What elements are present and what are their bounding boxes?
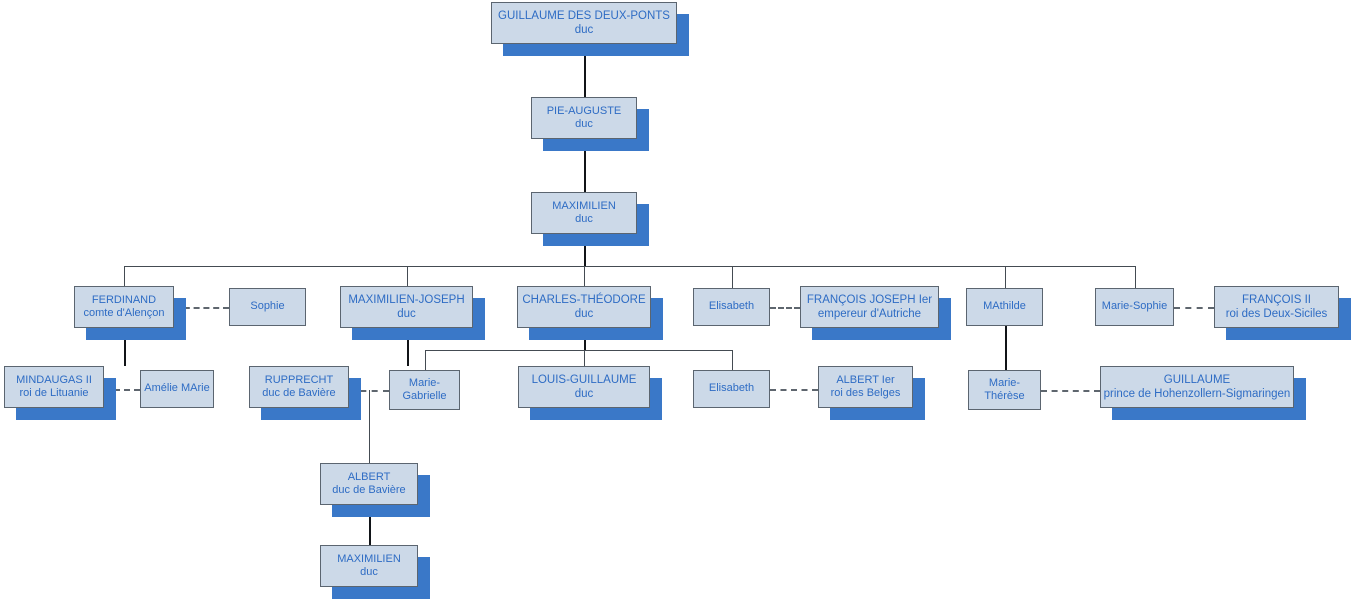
node-name-amelie-marie: Amélie MArie [144, 382, 210, 395]
sibling-bus-charles-theodore [425, 350, 732, 351]
node-marie-therese[interactable]: Marie-Thérèse [968, 370, 1041, 410]
edge-charles-theodore-to-louis-guillaume [584, 350, 585, 366]
node-amelie-marie[interactable]: Amélie MArie [140, 370, 214, 408]
node-title-mindaugas-ii: roi de Lituanie [19, 387, 89, 399]
node-marie-sophie[interactable]: Marie-Sophie [1095, 288, 1174, 326]
node-name-guillaume-des-deux-ponts: GUILLAUME DES DEUX-PONTS [498, 9, 670, 22]
node-name-francois-ii: FRANÇOIS II [1241, 293, 1311, 306]
node-name-guillaume-hohenzollern: GUILLAUME [1163, 373, 1231, 386]
node-title-marie-therese: Thérèse [984, 390, 1025, 402]
node-francois-joseph-ier[interactable]: FRANÇOIS JOSEPH Ier empereur d'Autriche [800, 286, 939, 328]
edge-drop-maximilien-duc [584, 234, 586, 266]
edge-albert-duc-de-baviere-to-maximilien-duc-2 [369, 505, 371, 545]
node-name-pie-auguste: PIE-AUGUSTE [546, 104, 622, 117]
node-title-francois-joseph-ier: empereur d'Autriche [817, 308, 922, 320]
edge-maximilien-duc-to-marie-sophie [1135, 266, 1136, 288]
marriage-link-marie-therese-guillaume-hohenzollern [1041, 390, 1100, 392]
node-title-pie-auguste: duc [575, 118, 593, 130]
edge-charles-theodore-to-elisabeth-2 [732, 350, 733, 370]
node-title-louis-guillaume: duc [574, 388, 594, 400]
edge-maximilien-duc-to-mathilde [1005, 266, 1006, 288]
node-name-marie-gabrielle: Marie- [408, 376, 441, 389]
edge-albert-stub [369, 430, 370, 463]
edge-mathilde-to-marie-therese [1005, 326, 1007, 370]
edge-ferdinand-to-mindaugas-ii [124, 328, 126, 366]
node-title-ferdinand: comte d'Alençon [83, 307, 165, 319]
node-sophie[interactable]: Sophie [229, 288, 306, 326]
node-guillaume-hohenzollern[interactable]: GUILLAUME prince de Hohenzollern-Sigmarin… [1100, 366, 1294, 408]
node-louis-guillaume[interactable]: LOUIS-GUILLAUME duc [518, 366, 650, 408]
node-marie-gabrielle[interactable]: Marie-Gabrielle [389, 370, 460, 410]
node-name-elisabeth-1: Elisabeth [708, 300, 755, 313]
node-title-guillaume-hohenzollern: prince de Hohenzollern-Sigmaringen [1103, 388, 1291, 400]
marriage-link-mindaugas-ii-amelie-marie [104, 389, 140, 391]
node-name-louis-guillaume: LOUIS-GUILLAUME [531, 373, 637, 386]
node-title-maximilien-joseph: duc [397, 308, 416, 320]
node-title-marie-gabrielle: Gabrielle [402, 390, 447, 402]
node-title-albert-duc-de-baviere: duc de Bavière [332, 484, 406, 496]
node-name-elisabeth-2: Elisabeth [708, 382, 755, 395]
node-title-rupprecht: duc de Bavière [262, 387, 336, 399]
node-name-albert-duc-de-baviere: ALBERT [347, 470, 391, 483]
marriage-link-elisabeth-1-francois-joseph-ier [770, 307, 800, 309]
node-title-maximilien-duc: duc [575, 213, 593, 225]
node-elisabeth-1[interactable]: Elisabeth [693, 288, 770, 326]
node-title-albert-ier: roi des Belges [830, 387, 901, 399]
node-title-francois-ii: roi des Deux-Siciles [1225, 308, 1328, 320]
node-name-marie-sophie: Marie-Sophie [1101, 300, 1168, 313]
node-name-maximilien-duc: MAXIMILIEN [552, 199, 616, 212]
edge-maximilien-joseph-to-rupprecht [407, 328, 409, 366]
node-maximilien-joseph[interactable]: MAXIMILIEN-JOSEPH duc [340, 286, 473, 328]
node-name-ferdinand: FERDINAND [91, 293, 157, 306]
edge-guillaume-des-deux-ponts-to-pie-auguste [584, 44, 586, 97]
node-name-mindaugas-ii: MINDAUGAS II [16, 373, 92, 386]
node-name-sophie: Sophie [250, 300, 285, 313]
node-name-marie-therese: Marie- [988, 376, 1021, 389]
node-charles-theodore[interactable]: CHARLES-THÉODORE duc [517, 286, 651, 328]
edge-rupprecht-to-albert-duc-de-baviere [369, 390, 370, 463]
node-name-charles-theodore: CHARLES-THÉODORE [522, 293, 646, 306]
marriage-link-elisabeth-2-albert-ier [770, 389, 818, 391]
edge-maximilien-duc-to-ferdinand [124, 266, 125, 286]
node-name-maximilien-joseph: MAXIMILIEN-JOSEPH [348, 293, 465, 306]
edge-pie-auguste-to-maximilien-duc [584, 139, 586, 192]
node-name-mathilde: MAthilde [983, 300, 1026, 313]
node-guillaume-des-deux-ponts[interactable]: GUILLAUME DES DEUX-PONTS duc [491, 2, 677, 44]
node-mathilde[interactable]: MAthilde [966, 288, 1043, 326]
edge-maximilien-duc-to-charles-theodore [584, 266, 585, 286]
node-name-rupprecht: RUPPRECHT [264, 373, 334, 386]
node-title-charles-theodore: duc [574, 308, 594, 320]
edge-charles-theodore-to-marie-gabrielle [425, 350, 426, 370]
node-name-francois-joseph-ier: FRANÇOIS JOSEPH Ier [806, 293, 933, 306]
node-title-maximilien-duc-2: duc [360, 566, 378, 578]
node-francois-ii[interactable]: FRANÇOIS II roi des Deux-Siciles [1214, 286, 1339, 328]
node-elisabeth-2[interactable]: Elisabeth [693, 370, 770, 408]
edge-maximilien-duc-to-maximilien-joseph [407, 266, 408, 286]
node-title-guillaume-des-deux-ponts: duc [574, 24, 594, 36]
edge-maximilien-duc-to-elisabeth-1 [732, 266, 733, 288]
node-name-albert-ier: ALBERT Ier [836, 373, 895, 386]
sibling-bus-maximilien-duc [124, 266, 1135, 267]
marriage-link-marie-sophie-francois-ii [1174, 307, 1214, 309]
node-name-maximilien-duc-2: MAXIMILIEN [337, 552, 401, 565]
marriage-link-ferdinand-sophie [174, 307, 229, 309]
